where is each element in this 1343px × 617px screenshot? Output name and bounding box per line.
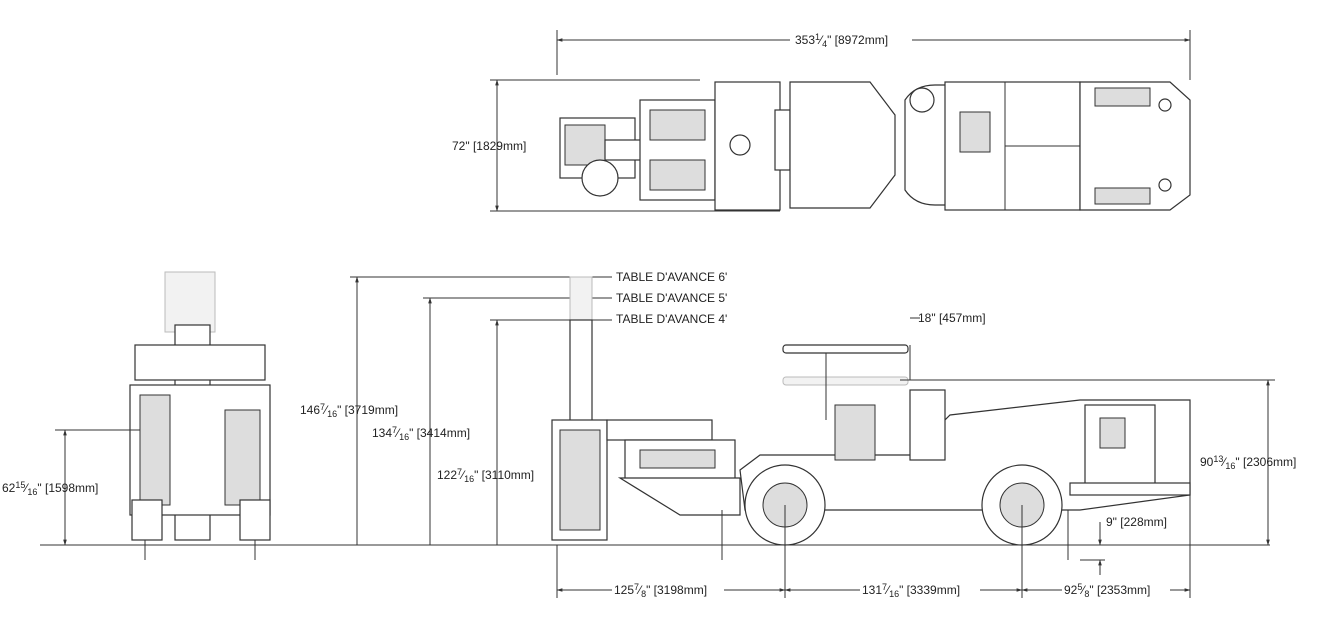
canopy-travel-dimension: 18" [457mm]	[918, 311, 986, 325]
ground-clearance-dimension: 9" [228mm]	[1106, 515, 1167, 529]
front-height-dimension: 6215⁄16" [1598mm]	[2, 480, 98, 497]
top-width-dimension: 72" [1829mm]	[452, 139, 526, 153]
height-feed-5: 1347⁄16" [3414mm]	[372, 425, 470, 442]
height-feed-6: 1467⁄16" [3719mm]	[300, 402, 398, 419]
side-view: TABLE D'AVANCE 6' TABLE D'AVANCE 5' TABL…	[300, 270, 1296, 599]
feed-label-6: TABLE D'AVANCE 6'	[616, 270, 727, 284]
rear-overhang-dimension: 925⁄8" [2353mm]	[1064, 582, 1150, 599]
height-feed-4: 1227⁄16" [3110mm]	[437, 467, 534, 484]
front-view: 6215⁄16" [1598mm]	[2, 271, 271, 560]
front-overhang-dimension: 1257⁄8" [3198mm]	[614, 582, 707, 599]
feed-label-4: TABLE D'AVANCE 4'	[616, 312, 727, 326]
top-view: 3531⁄4" [8972mm] 72" [1829mm]	[452, 30, 1191, 212]
wheelbase-dimension: 1317⁄16" [3339mm]	[862, 582, 960, 599]
top-length-dimension: 3531⁄4" [8972mm]	[795, 32, 888, 49]
canopy-height-dimension: 9013⁄16" [2306mm]	[1200, 454, 1296, 471]
feed-label-5: TABLE D'AVANCE 5'	[616, 291, 727, 305]
